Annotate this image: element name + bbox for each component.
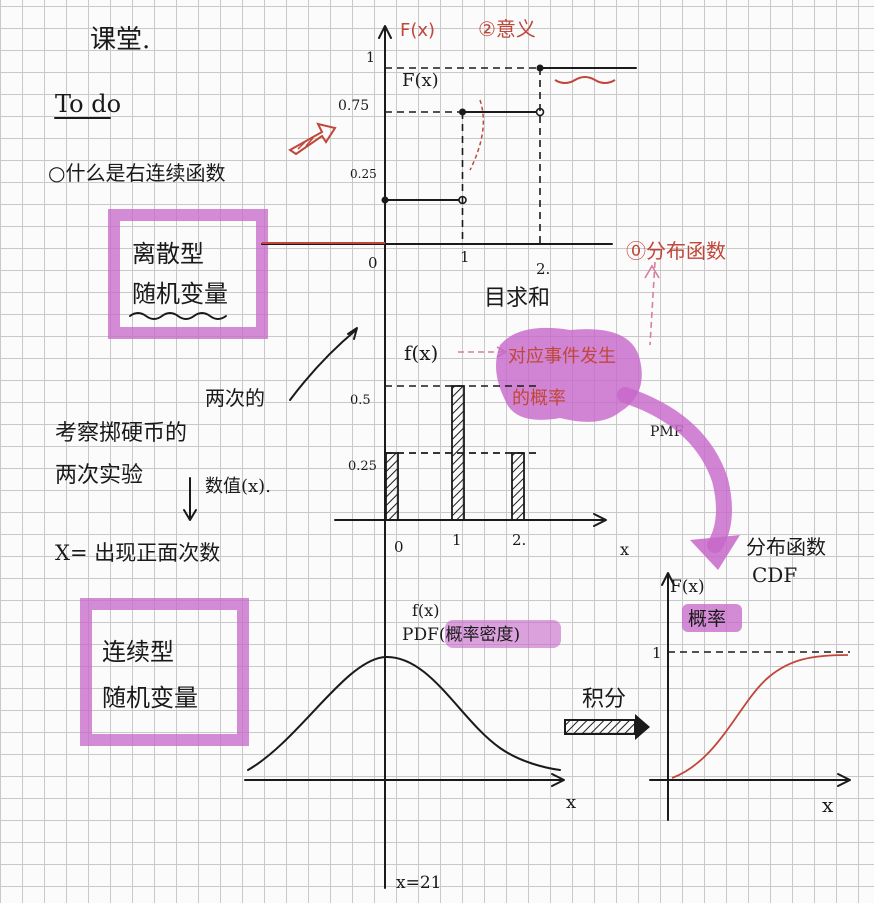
pmf-xtick-0: 0 xyxy=(394,538,404,556)
note-prob-line2: 的概率 xyxy=(512,388,566,409)
cdf-ytick-025: 0.25 xyxy=(350,167,377,181)
cdf-y-ticks: 1 0.75 0.25 xyxy=(338,50,377,181)
pmf-bar-0 xyxy=(385,452,399,521)
cdf2-label-line1: 分布函数 xyxy=(746,535,826,559)
continuous-box-highlight xyxy=(80,598,249,746)
discrete-box-highlight xyxy=(108,209,268,339)
cdf2-prob-highlight xyxy=(682,604,742,632)
note-meaning: ②意义 xyxy=(478,17,536,41)
cdf2-label-line2: CDF xyxy=(752,563,797,587)
cdf2-y-arrow-icon xyxy=(661,572,675,586)
cdf2-x-arrow-icon xyxy=(837,773,851,787)
down-arrow-icon xyxy=(183,509,197,521)
cdf-y-label: F(x) xyxy=(402,70,439,91)
pdf-y-label: f(x) xyxy=(412,601,439,620)
pmf-x-ticks: 0 1 2. xyxy=(394,531,526,556)
continuous-box-line1: 连续型 xyxy=(102,638,174,666)
pmf-y-ticks: 0.5 0.25 xyxy=(348,393,377,474)
wavy-underline xyxy=(129,312,227,320)
discrete-box-line1: 离散型 xyxy=(132,240,204,268)
notes-title: 课堂. xyxy=(90,25,150,55)
pmf-x-axis-label: x xyxy=(620,540,629,559)
pdf-label: PDF(概率密度) xyxy=(402,625,520,645)
pink-big-arrow-head-icon xyxy=(690,535,740,570)
note-cdf-function: ⓪分布函数 xyxy=(626,239,726,263)
pink-arrow-icon xyxy=(644,264,660,279)
cdf-step-series xyxy=(381,64,637,244)
cdf2-y-label: F(x) xyxy=(670,577,705,597)
cdf-y-label-red: F(x) xyxy=(400,20,435,41)
pdf-x-axis-label: x xyxy=(566,792,576,813)
values-label: 数值(x). xyxy=(205,476,271,497)
pdf-label-highlight xyxy=(445,620,561,648)
pink-big-arrow-shaft xyxy=(617,387,732,553)
cdf-ytick-1: 1 xyxy=(366,50,375,66)
red-hatched-arrow-icon xyxy=(288,122,337,156)
pmf-xtick-1: 1 xyxy=(452,531,462,549)
pmf-ytick-05: 0.5 xyxy=(350,393,371,408)
cdf-step-closed-point xyxy=(381,196,389,204)
red-wavy-underline xyxy=(554,76,616,84)
main-axis-arrow-icon xyxy=(378,25,392,39)
cdf2-x-axis-label: x xyxy=(822,793,834,817)
discrete-box-line2: 随机变量 xyxy=(132,280,228,308)
integral-label: 积分 xyxy=(582,687,626,712)
cdf-ytick-075: 0.75 xyxy=(338,98,369,114)
continuous-box-line2: 随机变量 xyxy=(102,684,198,712)
pmf-x-arrow-icon xyxy=(593,513,607,527)
sum-label: 目求和 xyxy=(484,286,550,311)
pmf-y-label: f(x) xyxy=(404,341,438,365)
todo-label: To do xyxy=(55,90,121,118)
x-definition: X= 出现正面次数 xyxy=(55,541,220,565)
prob-highlight-blob xyxy=(496,327,642,422)
experiment-line2: 两次实验 xyxy=(55,463,143,488)
question-text: ○什么是右连续函数 xyxy=(48,161,225,185)
arrow-to-pmf xyxy=(289,329,357,401)
cdf2-prob-label: 概率 xyxy=(688,608,726,630)
pmf-bar-2. xyxy=(511,452,525,521)
cdf-xtick-2: 2. xyxy=(536,260,550,278)
integral-hatched-arrow-icon xyxy=(564,714,650,740)
pmf-bar-series xyxy=(385,385,540,521)
note-prob-line1: 对应事件发生 xyxy=(508,346,616,367)
pink-dashed-link xyxy=(649,261,656,346)
pdf-curve xyxy=(247,655,561,771)
cdf2-ytick-1: 1 xyxy=(652,644,662,662)
cdf-xtick-0: 0 xyxy=(368,254,378,272)
cdf-x-ticks: 0 1 2. xyxy=(368,248,550,278)
red-dashed-bracket xyxy=(469,99,485,171)
x-equals-label: x=21 xyxy=(396,873,441,893)
pmf-xtick-2: 2. xyxy=(512,531,526,549)
pdf-x-arrow-icon xyxy=(551,773,565,787)
cdf2-curve xyxy=(671,654,849,779)
experiment-line1: 考察掷硬币的 xyxy=(55,421,187,446)
two-times-label: 两次的 xyxy=(205,386,265,410)
pmf-ytick-025: 0.25 xyxy=(348,459,377,474)
arrow-head-icon xyxy=(347,327,358,340)
cdf-xtick-1: 1 xyxy=(460,248,470,266)
